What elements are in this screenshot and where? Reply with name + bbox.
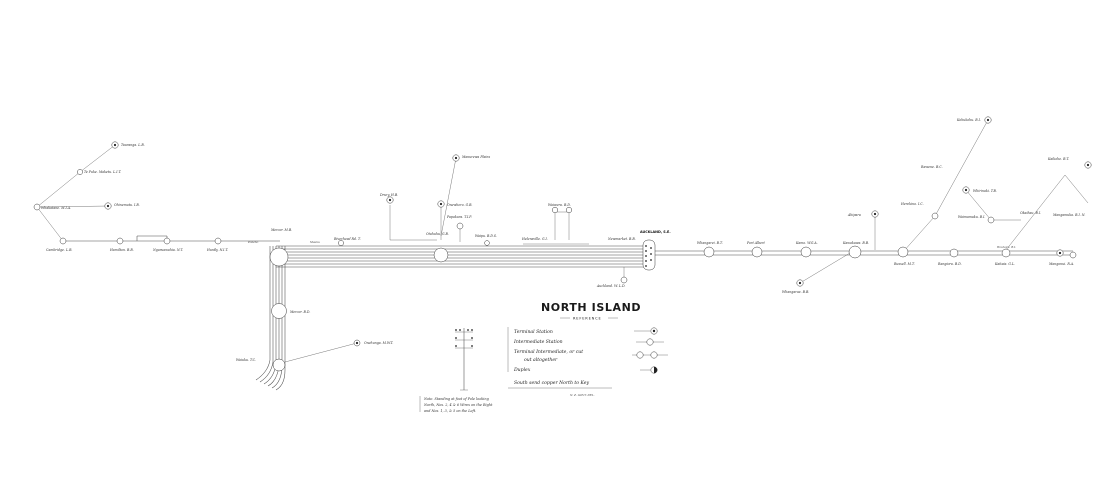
station-label: Cambridge. L.B.: [46, 248, 72, 252]
station-label: Otahuhu. G.B.: [426, 232, 449, 236]
station-label: Mercer. B.D.: [289, 310, 310, 314]
station-label: Onehunga. M.W.T.: [364, 341, 394, 345]
legend-credit: N. Z. GOVT. DEL.: [569, 393, 595, 397]
title-block: NORTH ISLAND REFERENCE: [541, 301, 641, 321]
station-label: Russell. M.T.: [893, 262, 915, 266]
station-label: Manurewa Plains: [461, 155, 490, 159]
hub-label: AUCKLAND, S.E.: [640, 230, 671, 234]
note-block: Note. Standing at foot of Pole looking N…: [419, 396, 493, 413]
station-symbols: [33, 116, 1092, 372]
station-label: Ahipara: [847, 213, 861, 217]
legend-footer: South send copper North to Key: [514, 380, 590, 386]
station-label: Ohinemutu. I.B.: [114, 203, 140, 207]
station-label: Mangamuka. B.I. N.: [1052, 213, 1085, 217]
pole-illustration: [455, 328, 473, 391]
station-label: Te Puke. Maketu. L.I.T.: [84, 170, 122, 174]
station-label: Kaitaia. G.L.: [994, 262, 1015, 266]
station-label: Hamilton. B.B.: [109, 248, 134, 252]
station-label: Papakura. T.I.P.: [446, 215, 472, 219]
station-label: Waipu. B.D.S.: [475, 234, 497, 238]
map-subtitle: REFERENCE: [573, 317, 602, 321]
legend: Terminal Station Intermediate Station Te…: [507, 327, 668, 397]
station-label: Tauranga. L.B.: [121, 143, 145, 147]
station-label: Whirinaki. T.B.: [973, 189, 997, 193]
map-title: NORTH ISLAND: [541, 301, 641, 314]
station-label: Herekino. I.C.: [900, 202, 924, 206]
station-label: Riverhead Rd. T.: [333, 237, 361, 241]
station-label: Kaikohe. B.T.: [1047, 157, 1069, 161]
station-label: Mangonui. R.A.: [1048, 262, 1074, 266]
station-label: Whangaroa. B.B.: [782, 290, 809, 294]
station-label: Kawakawa. B.B.: [842, 241, 869, 245]
station-label: Onewhero. G.B.: [447, 203, 472, 207]
station-label: Ngaruawahia. N.T.: [152, 248, 183, 252]
station-label: Mercer. M.B.: [270, 228, 292, 232]
station-label: Waimamaku. B.I.: [958, 215, 985, 219]
station-label: Pokeno: [247, 240, 259, 244]
station-label: Drury. H.B.: [379, 193, 398, 197]
legend-item: Intermediate Station: [513, 339, 563, 345]
legend-item: Terminal Intermediate, or cut: [514, 349, 583, 355]
station-label: Whangarei. B.T.: [697, 241, 723, 245]
note-line: North, Nos. 2, 4 & 6 Wires on the Right: [423, 403, 493, 407]
legend-item: out altogether: [524, 357, 558, 363]
station-label: Kohukohu. B.I.: [956, 118, 981, 122]
station-label: Waiuku. T.C.: [236, 358, 256, 362]
station-label: Auckland. W. L.D.: [596, 284, 625, 288]
station-label: Kamo. W.G.A.: [795, 241, 818, 245]
station-label: Mauku: [309, 240, 320, 244]
station-label: Newmarket. B.B.: [607, 237, 636, 241]
station-label: Whakatane. M.I.A.: [41, 206, 71, 210]
station-label: Houhora. B.I.: [996, 245, 1016, 249]
station-label: Rangiora. B.D.: [937, 262, 962, 266]
station-label: Okaihau. B.I.: [1020, 211, 1041, 215]
legend-item: Terminal Station: [514, 329, 553, 335]
station-label: Waiwera. B.D.: [548, 203, 571, 207]
station-label: Rawene. B.C.: [920, 165, 943, 169]
note-line: and Nos. 1, 3, & 5 on the Left.: [424, 409, 476, 413]
branch-lines: [36, 119, 1089, 284]
station-label: Huntly. N.I.T.: [206, 248, 228, 252]
station-label: Helensville. G.I.: [521, 237, 548, 241]
note-line: Note. Standing at foot of Pole looking: [423, 397, 490, 401]
station-labels: Tauranga. L.B. Te Puke. Maketu. L.I.T. W…: [41, 118, 1085, 362]
legend-item: Duplex: [513, 367, 531, 373]
station-label: Port Albert: [746, 241, 766, 245]
